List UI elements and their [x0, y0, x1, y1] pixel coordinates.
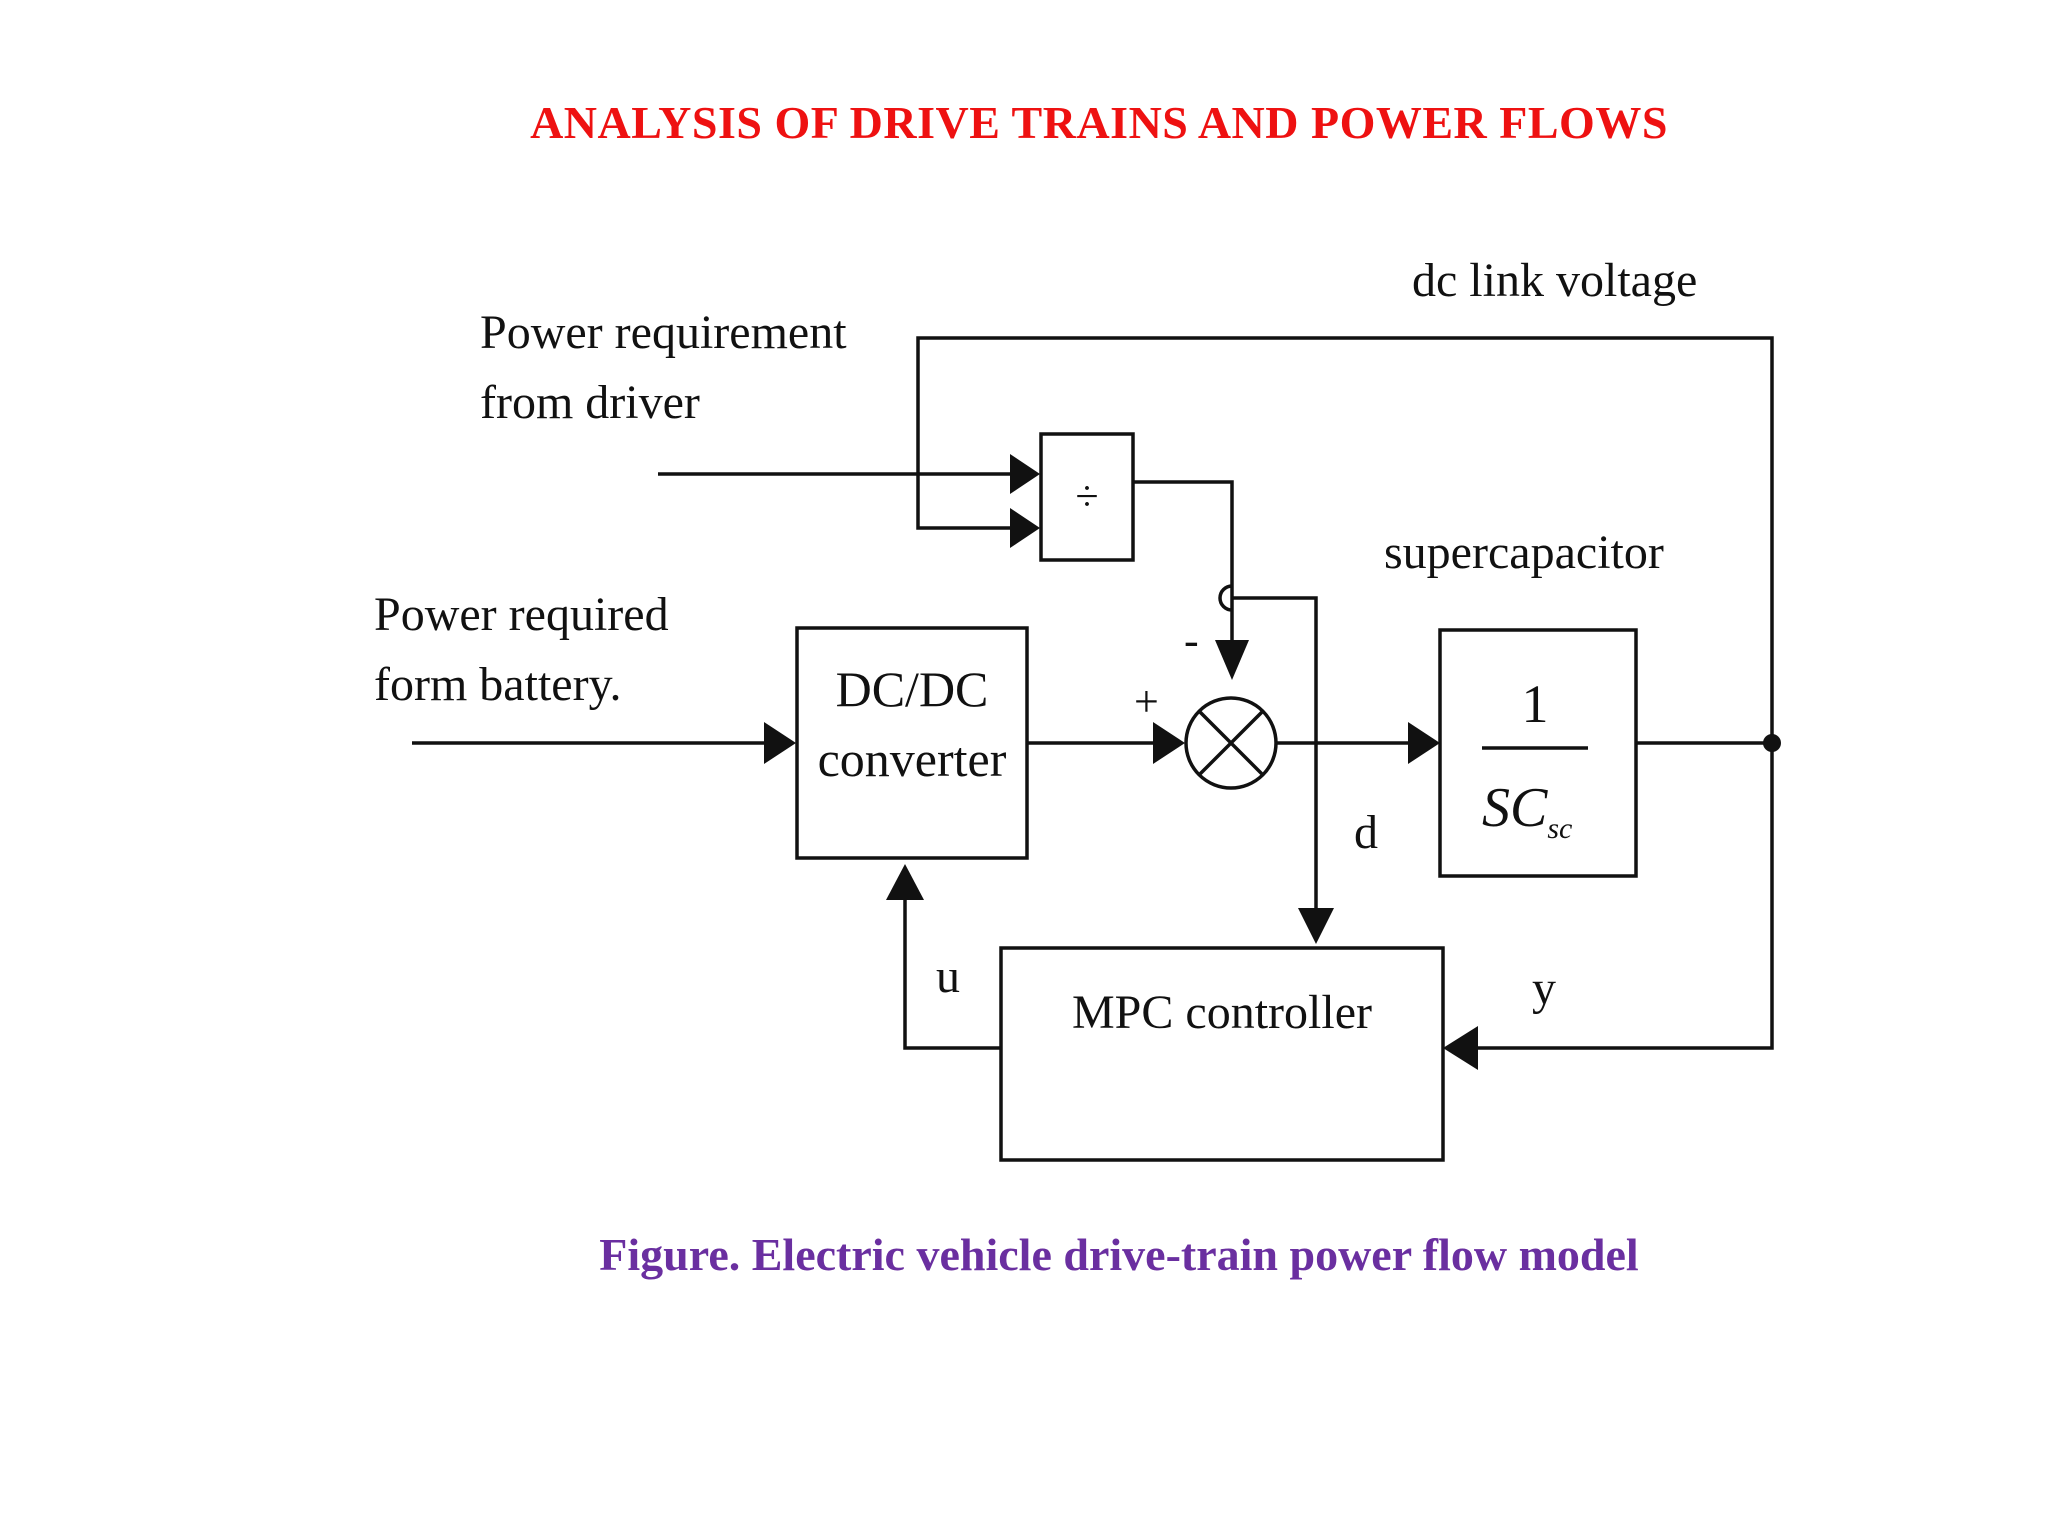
- slide-title-text: ANALYSIS OF DRIVE TRAINS AND POWER FLOWS: [530, 97, 1668, 148]
- power-requirement-label-line1: Power requirement: [480, 306, 847, 359]
- divider-lower-arrowhead: [1010, 508, 1040, 548]
- signal-u-label: u: [936, 950, 960, 1003]
- mpc-controller-label: MPC controller: [1072, 986, 1372, 1039]
- divider-output-line: [1133, 480, 1234, 640]
- dcdc-label-line2: converter: [818, 731, 1007, 787]
- mpc-d-arrowhead: [1298, 908, 1334, 944]
- power-requirement-label-line2: from driver: [480, 376, 700, 429]
- signal-d-line: [1232, 596, 1318, 910]
- power-required-label-line1: Power required: [374, 588, 669, 641]
- summing-junction-cross-b: [1197, 709, 1265, 777]
- slide-title: ANALYSIS OF DRIVE TRAINS AND POWER FLOWS: [0, 96, 2048, 149]
- figure-caption: Figure. Electric vehicle drive-train pow…: [0, 1228, 2048, 1281]
- supercapacitor-block: [1438, 628, 1638, 878]
- supercap-denominator-sub: sc: [1547, 812, 1572, 845]
- signal-d-label: d: [1354, 806, 1378, 859]
- power-required-label-line2: form battery.: [374, 658, 621, 711]
- sum-minus-arrowhead: [1215, 640, 1249, 680]
- figure-caption-text: Figure. Electric vehicle drive-train pow…: [599, 1229, 1639, 1280]
- divider-block: [1039, 432, 1135, 562]
- signal-y-label: y: [1532, 962, 1556, 1015]
- signal-y-line: [1478, 743, 1774, 1050]
- dc-link-voltage-label: dc link voltage: [1412, 254, 1697, 307]
- divider-upper-arrowhead: [1010, 454, 1040, 494]
- divide-symbol: ÷: [1075, 474, 1098, 520]
- junction-dot: [1763, 734, 1781, 752]
- supercap-denominator: SCsc: [1482, 777, 1572, 845]
- signal-u-line: [903, 896, 1001, 1050]
- dcdc-input-arrowhead: [764, 722, 796, 764]
- supercap-denominator-main: SC: [1482, 777, 1548, 839]
- dcdc-u-arrowhead: [886, 864, 924, 900]
- mpc-y-arrowhead: [1443, 1026, 1478, 1070]
- plus-sign-label: +: [1134, 677, 1159, 726]
- dc-link-feedback-line: [916, 336, 1774, 742]
- mpc-controller-block: [999, 946, 1445, 1162]
- line-crossing-hop: [1218, 584, 1233, 612]
- supercapacitor-label: supercapacitor: [1384, 526, 1664, 579]
- sum-plus-arrowhead: [1153, 722, 1185, 764]
- supercap-numerator: 1: [1522, 674, 1549, 734]
- dcdc-label-line1: DC/DC: [836, 661, 989, 717]
- minus-sign-label: -: [1184, 616, 1199, 665]
- supercap-input-arrowhead: [1408, 722, 1440, 764]
